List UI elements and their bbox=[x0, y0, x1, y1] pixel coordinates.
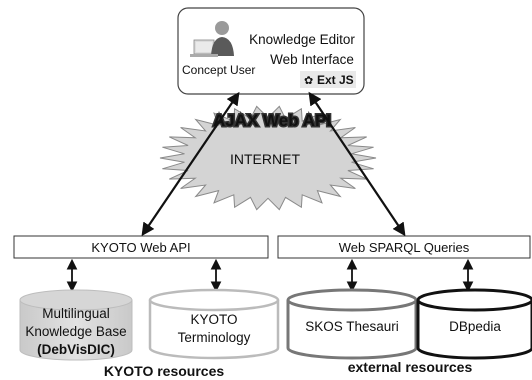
editor-to-sparql-arrow bbox=[308, 91, 406, 237]
terminology-line1: KYOTO bbox=[190, 312, 237, 327]
editor-to-kyoto-api-arrow bbox=[141, 91, 240, 237]
ajax-web-api-label: AJAX Web API bbox=[213, 111, 331, 130]
web-sparql-box: Web SPARQL Queries bbox=[277, 235, 531, 259]
extjs-logo: ✿ Ext JS bbox=[300, 71, 356, 88]
extjs-gear-icon: ✿ bbox=[304, 75, 313, 87]
concept-user-icon bbox=[190, 21, 234, 57]
terminology-line2: Terminology bbox=[178, 330, 251, 345]
multilingual-kb-cylinder: Multilingual Knowledge Base (DebVisDIC) bbox=[19, 289, 133, 361]
kyoto-web-api-label: KYOTO Web API bbox=[91, 240, 190, 255]
kyoto-web-api-box: KYOTO Web API bbox=[13, 235, 269, 259]
editor-title-line2: Web Interface bbox=[270, 52, 354, 67]
mkb-line3: (DebVisDIC) bbox=[37, 342, 115, 357]
extjs-label: Ext JS bbox=[317, 73, 354, 87]
editor-title-line1: Knowledge Editor bbox=[249, 32, 355, 47]
skos-label: SKOS Thesauri bbox=[305, 319, 399, 334]
web-sparql-label: Web SPARQL Queries bbox=[339, 240, 470, 255]
internet-label: INTERNET bbox=[230, 151, 300, 167]
external-resources-caption: external resources bbox=[348, 359, 473, 375]
kyoto-terminology-cylinder: KYOTO Terminology bbox=[148, 288, 280, 360]
skos-thesauri-cylinder: SKOS Thesauri bbox=[286, 288, 418, 360]
concept-user-label: Concept User bbox=[182, 63, 255, 77]
kyoto-resources-caption: KYOTO resources bbox=[104, 363, 225, 379]
mkb-line2: Knowledge Base bbox=[25, 324, 126, 339]
dbpedia-label: DBpedia bbox=[449, 319, 501, 334]
knowledge-editor-box: Concept User Knowledge Editor Web Interf… bbox=[177, 7, 365, 95]
mkb-line1: Multilingual bbox=[42, 306, 110, 321]
dbpedia-cylinder: DBpedia bbox=[416, 288, 532, 360]
